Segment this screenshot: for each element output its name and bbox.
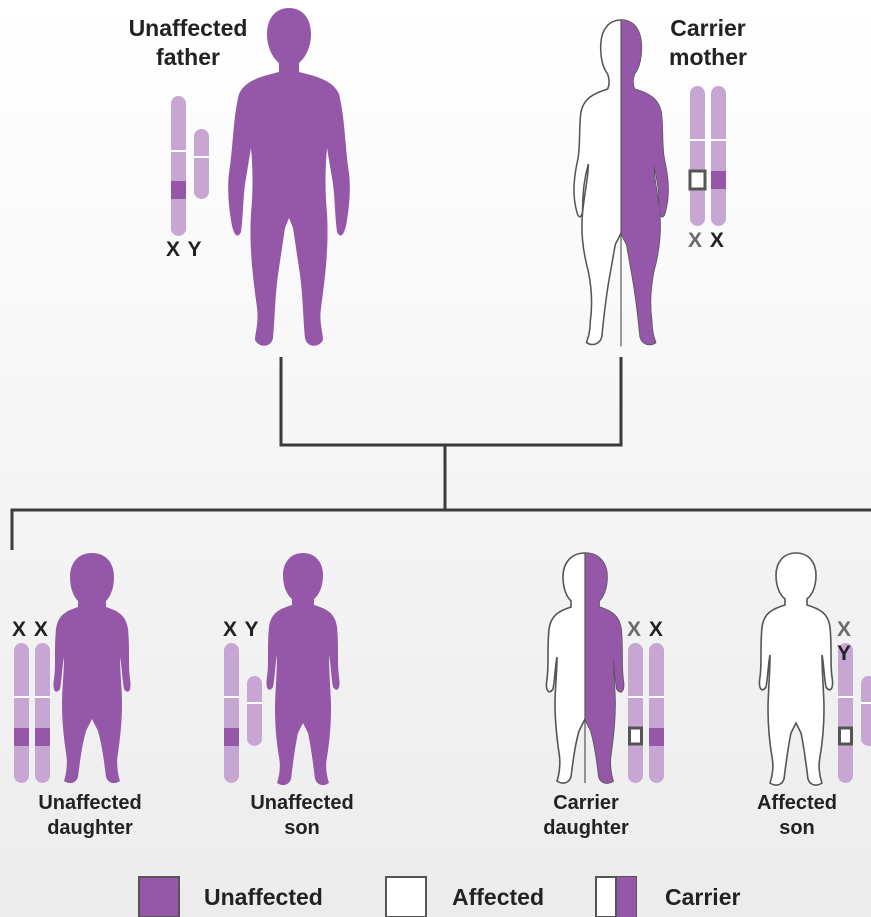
affected-son-figure xyxy=(759,553,832,785)
legend-affected-label: Affected xyxy=(452,884,544,911)
pedigree-lines xyxy=(12,357,871,550)
child3-chromosome-letters: X X xyxy=(627,618,664,642)
chrom-letter: X xyxy=(12,618,27,641)
child3-label-line2: daughter xyxy=(516,816,656,841)
unaffected-son-figure xyxy=(266,553,339,785)
chrom-letter: X xyxy=(34,618,49,641)
mother-label-line2: mother xyxy=(648,43,768,72)
father-label-line1: Unaffected xyxy=(108,14,268,43)
mother-chromosome-letters: X X xyxy=(688,229,725,253)
chrom-letter: X xyxy=(649,618,664,641)
child1-chromosome-letters: X X xyxy=(12,618,49,642)
mother-label-line1: Carrier xyxy=(648,14,768,43)
child4-chromosome-letters: X Y xyxy=(837,618,871,666)
child2-label-line1: Unaffected xyxy=(232,791,372,816)
carrier-daughter-figure xyxy=(546,553,623,783)
chrom-letter: X xyxy=(166,238,181,261)
father-chromosome-letters: X Y xyxy=(166,238,203,262)
chrom-letter: Y xyxy=(837,642,852,665)
child4-label: Affected son xyxy=(727,791,867,841)
child1-label-line2: daughter xyxy=(20,816,160,841)
chrom-letter: Y xyxy=(244,618,259,641)
child2-label-line2: son xyxy=(232,816,372,841)
child2-label: Unaffected son xyxy=(232,791,372,841)
child1-label-line1: Unaffected xyxy=(20,791,160,816)
child4-label-line2: son xyxy=(727,816,867,841)
child4-label-line1: Affected xyxy=(727,791,867,816)
father-chromosomes xyxy=(171,96,209,236)
legend-carrier-label: Carrier xyxy=(665,884,740,911)
child3-label: Carrier daughter xyxy=(516,791,656,841)
chrom-letter: X xyxy=(688,229,703,252)
father-label: Unaffected father xyxy=(108,14,268,72)
legend-unaffected-label: Unaffected xyxy=(204,884,323,911)
mother-chromosomes xyxy=(690,86,726,226)
chrom-letter: X xyxy=(837,618,852,641)
child3-label-line1: Carrier xyxy=(516,791,656,816)
carrier-daughter-chromosomes xyxy=(628,643,664,783)
mother-label: Carrier mother xyxy=(648,14,768,72)
unaffected-daughter-figure xyxy=(53,553,130,783)
unaffected-son-chromosomes xyxy=(224,643,262,783)
chrom-letter: X xyxy=(223,618,238,641)
child2-chromosome-letters: X Y xyxy=(223,618,260,642)
chrom-letter: Y xyxy=(187,238,202,261)
chrom-letter: X xyxy=(627,618,642,641)
child1-label: Unaffected daughter xyxy=(20,791,160,841)
chrom-letter: X xyxy=(710,229,725,252)
unaffected-daughter-chromosomes xyxy=(14,643,50,783)
father-label-line2: father xyxy=(108,43,268,72)
